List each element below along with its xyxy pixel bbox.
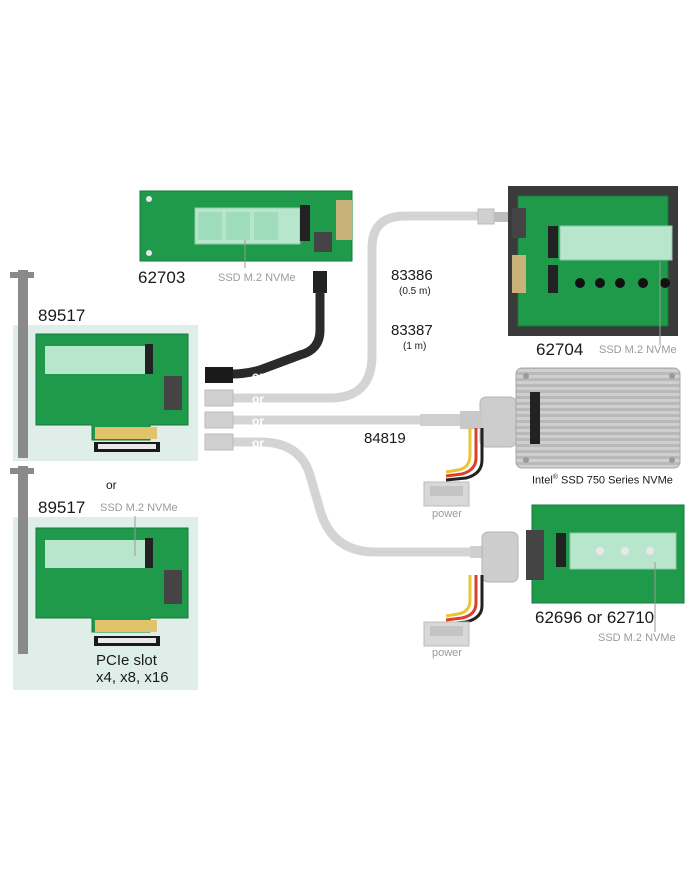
or-tag-4: or <box>252 436 264 450</box>
label-83386: 83386 <box>391 267 433 284</box>
or-tag-3: or <box>252 414 264 428</box>
or-tag-1: or <box>252 369 264 383</box>
label-89517-top: 89517 <box>38 306 86 325</box>
card-89517-top <box>10 270 189 458</box>
card-89517-bottom <box>10 466 189 654</box>
cable-83386 <box>204 208 508 407</box>
card-62696 <box>526 504 685 604</box>
label-62704: 62704 <box>536 340 584 359</box>
label-intel-ssd: Intel® SSD 750 Series NVMe <box>532 474 673 487</box>
label-power-2: power <box>432 647 462 659</box>
card-62703 <box>139 190 353 262</box>
cable-84819 <box>204 396 517 507</box>
label-83387: 83387 <box>391 322 433 339</box>
label-pcie-slot: PCIe slot <box>96 652 157 669</box>
label-ssd-62703: SSD M.2 NVMe <box>218 272 296 284</box>
card-62704 <box>508 186 678 336</box>
cable-black <box>205 271 327 383</box>
label-ssd-89517: SSD M.2 NVMe <box>100 502 178 514</box>
label-89517-bottom: 89517 <box>38 498 86 517</box>
label-62703: 62703 <box>138 268 186 287</box>
label-84819: 84819 <box>364 430 406 447</box>
label-83387-length: (1 m) <box>403 341 427 352</box>
cable-to-62696 <box>204 433 519 647</box>
label-pcie-sizes: x4, x8, x16 <box>96 669 169 686</box>
label-83386-length: (0.5 m) <box>399 286 431 297</box>
label-power-1: power <box>432 508 462 520</box>
label-or-between: or <box>106 478 117 492</box>
leader-lines <box>134 240 661 632</box>
label-ssd-62696: SSD M.2 NVMe <box>598 632 676 644</box>
intel-ssd-750 <box>515 367 681 469</box>
or-tag-2: or <box>252 392 264 406</box>
label-ssd-62704: SSD M.2 NVMe <box>599 344 677 356</box>
label-62696-62710: 62696 or 62710 <box>535 608 655 627</box>
